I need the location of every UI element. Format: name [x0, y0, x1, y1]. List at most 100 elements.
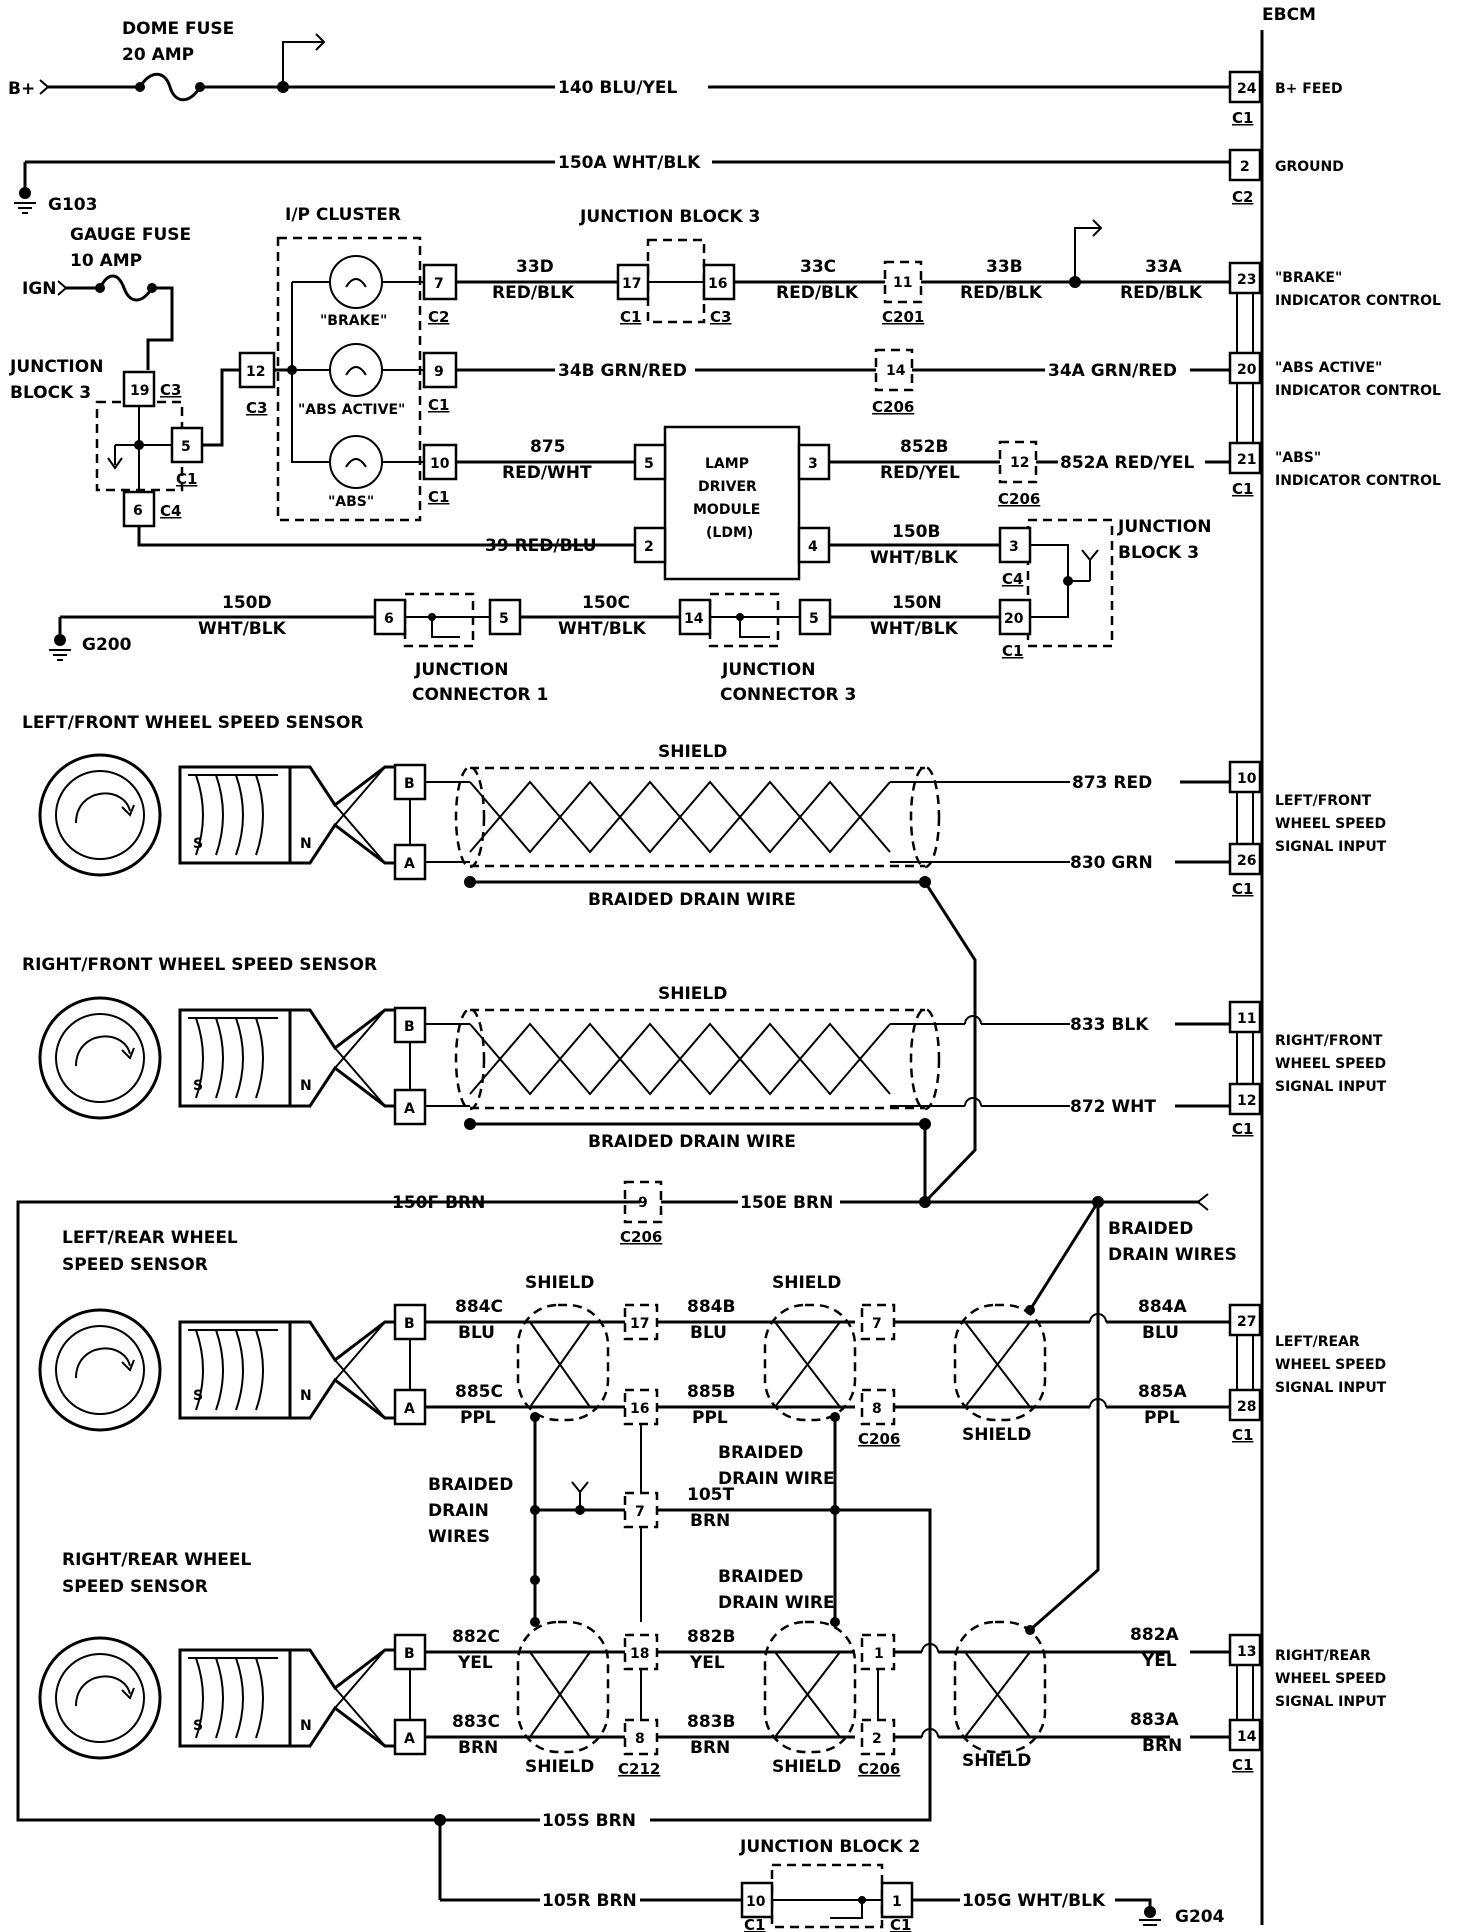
rr-drain-label-2: DRAIN WIRE	[718, 1593, 835, 1613]
jb3-top-conn-c3: C3	[710, 308, 731, 326]
ebcm-connector-ids: C1 C2 C1 C1 C1 C1 C1	[1232, 109, 1253, 1774]
ebcm-conn-c1-f: C1	[1232, 1756, 1253, 1774]
ip-pin-12: 12	[246, 364, 265, 380]
wire-33d-num: 33D	[516, 257, 554, 277]
ldm-pin-4: 4	[808, 539, 818, 555]
jb3-right-pin-20: 20	[1004, 611, 1024, 627]
ebcm-pin-11: 11	[1237, 1011, 1256, 1027]
jb3-conn-c4: C4	[160, 502, 181, 520]
lr-pin-b: B	[404, 1316, 415, 1332]
ldm-pin-5: 5	[644, 456, 654, 472]
rr-drain-label-1: BRAIDED	[718, 1567, 803, 1587]
jc1-title-1: JUNCTION	[414, 660, 508, 680]
wire-105s-label: 105S BRN	[542, 1811, 636, 1831]
wire-852b-color: RED/YEL	[880, 463, 960, 483]
wire-105t-color: BRN	[690, 1511, 730, 1531]
lr-mid-pin-16: 16	[630, 1401, 649, 1417]
ebcm-conn-c1-a: C1	[1232, 109, 1253, 127]
ip-pin-9: 9	[434, 364, 444, 380]
ip-conn-c2: C2	[428, 308, 449, 326]
lr-n-pin: N	[300, 1388, 312, 1404]
brake-circuit: 33D RED/BLK JUNCTION BLOCK 3 17 16 C1 C3…	[456, 207, 1230, 326]
wire-884c-num: 884C	[455, 1297, 503, 1317]
lr-pin-a: A	[404, 1401, 415, 1417]
jc1-pin-5: 5	[499, 611, 509, 627]
ldm-line-3: MODULE	[693, 502, 760, 518]
wire-33c-color: RED/BLK	[776, 283, 859, 303]
jb3-left-title-2: BLOCK 3	[10, 383, 91, 403]
fn-rf-1: RIGHT/FRONT	[1275, 1033, 1383, 1049]
jb3-top-conn-c1: C1	[620, 308, 641, 326]
rf-drain-label: BRAIDED DRAIN WIRE	[588, 1132, 796, 1152]
fn-abs-active: "ABS ACTIVE"	[1275, 360, 1382, 376]
wire-140-label: 140 BLU/YEL	[558, 78, 678, 98]
junction-block-3-right: JUNCTION BLOCK 3 3 C4 20 C1	[998, 517, 1211, 660]
c206-pin-14: 14	[886, 363, 906, 379]
rr-n-pin: N	[300, 1718, 312, 1734]
ground-g204: G204	[1175, 1907, 1225, 1927]
rr-shield-3: SHIELD	[962, 1751, 1031, 1771]
ldm-pin-3: 3	[808, 456, 818, 472]
jb3-top-pin-16: 16	[708, 276, 727, 292]
wire-150n-num: 150N	[892, 593, 942, 613]
wire-33d-color: RED/BLK	[492, 283, 575, 303]
wire-33a-color: RED/BLK	[1120, 283, 1203, 303]
junction-block-3-left: JUNCTION BLOCK 3 19 C3 5 C1 6 C4	[9, 357, 635, 547]
rr-right-conn: C206	[858, 1760, 900, 1778]
dome-fuse-label: DOME FUSE	[122, 19, 234, 39]
sensor-lr-title-1: LEFT/REAR WHEEL	[62, 1228, 238, 1248]
ip-cluster-title: I/P CLUSTER	[285, 205, 401, 225]
mid-drain-2: DRAIN	[428, 1501, 489, 1521]
ebcm-conn-c1-e: C1	[1232, 1426, 1253, 1444]
rr-s-pin: S	[193, 1718, 203, 1734]
wire-33b-num: 33B	[986, 257, 1023, 277]
wire-873-label: 873 RED	[1072, 773, 1152, 793]
ip-cluster: I/P CLUSTER 12 C3 "BRAKE" "ABS ACTIVE" "…	[238, 205, 458, 522]
wire-852b-num: 852B	[900, 437, 948, 457]
wire-33b-color: RED/BLK	[960, 283, 1043, 303]
sensor-rr-title-2: SPEED SENSOR	[62, 1577, 208, 1597]
wire-34b-label: 34B GRN/RED	[558, 361, 687, 381]
fn-lf-3: SIGNAL INPUT	[1275, 839, 1387, 855]
ebcm-pin-10: 10	[1237, 771, 1257, 787]
wire-150e-label: 150E BRN	[740, 1193, 833, 1213]
c206-pin-12: 12	[1010, 455, 1029, 471]
wire-875-num: 875	[530, 437, 566, 457]
ebcm-pin-28: 28	[1237, 1399, 1256, 1415]
wire-852a-label: 852A RED/YEL	[1060, 453, 1195, 473]
ldm-line-1: LAMP	[705, 456, 749, 472]
wire-885b-color: PPL	[692, 1408, 728, 1428]
jb3-conn-c3: C3	[160, 381, 181, 399]
wire-882c-num: 882C	[452, 1627, 500, 1647]
rf-pin-a: A	[404, 1101, 415, 1117]
wire-882b-num: 882B	[687, 1627, 735, 1647]
bplus-label: B+	[8, 79, 35, 99]
wire-150d-color: WHT/BLK	[198, 619, 287, 639]
wire-883c-num: 883C	[452, 1712, 500, 1732]
ebcm-conn-c1-b: C1	[1232, 480, 1253, 498]
ebcm-pin-21: 21	[1237, 452, 1256, 468]
wire-883a-num: 883A	[1130, 1710, 1179, 1730]
braided-drain-wires-2: DRAIN WIRES	[1108, 1245, 1237, 1265]
ground-g200: G200	[82, 635, 132, 655]
fn-abs: "ABS"	[1275, 450, 1321, 466]
ebcm-pin-12: 12	[1237, 1093, 1256, 1109]
wire-883b-color: BRN	[690, 1738, 730, 1758]
abs-active-circuit: 34B GRN/RED 14 C206 34A GRN/RED	[456, 348, 1230, 416]
jb3-pin-5: 5	[181, 439, 191, 455]
ebcm-module: EBCM 24 2 23 20 21 10 26 11 12 27 28 13 …	[1228, 5, 1441, 1925]
dome-fuse-rating: 20 AMP	[122, 45, 194, 65]
lamp-abs: "ABS"	[328, 494, 374, 510]
rf-n-pin: N	[300, 1078, 312, 1094]
wire-885c-num: 885C	[455, 1382, 503, 1402]
wire-150c-color: WHT/BLK	[558, 619, 647, 639]
ground-chain-g200: G200 150D WHT/BLK 6 5 JUNCTION CONNECTOR…	[49, 592, 1000, 705]
rr-right-pin-1: 1	[874, 1646, 884, 1662]
wire-885a-num: 885A	[1138, 1382, 1187, 1402]
lr-mid-pin-17: 17	[630, 1316, 649, 1332]
lr-shield-3: SHIELD	[962, 1425, 1031, 1445]
lr-s-pin: S	[193, 1388, 203, 1404]
ebcm-pins: 24 2 23 20 21 10 26 11 12 27 28 13 14	[1228, 70, 1262, 1752]
lr-right-pin-7: 7	[872, 1316, 882, 1332]
